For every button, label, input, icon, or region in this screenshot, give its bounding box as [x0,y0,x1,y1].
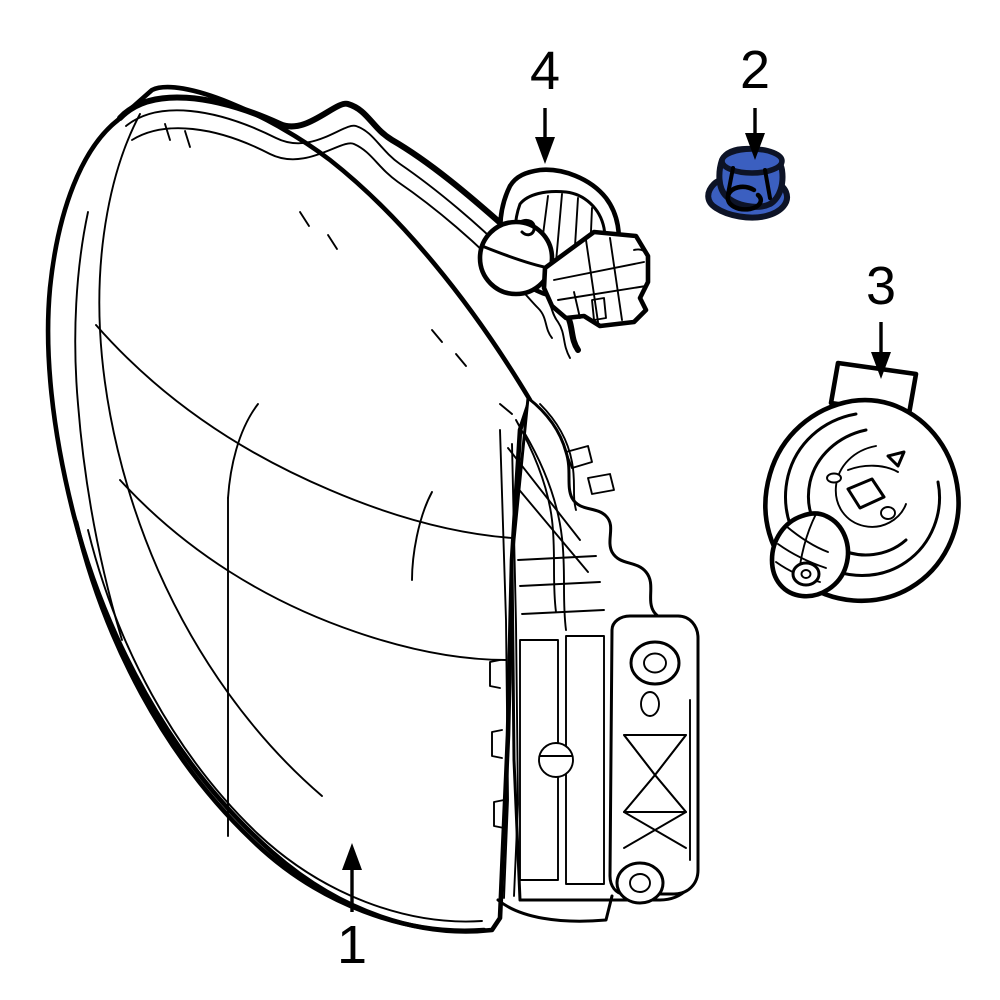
housing-ledge-3 [521,609,605,615]
bracket-lattice-rib-4 [654,734,687,813]
headlamp-rim-line-inner-2 [131,127,553,339]
socket-round-cap-seam [480,244,551,270]
rim-segment-tick-6 [455,353,467,367]
bulb-notch-tip [886,450,906,468]
lens-contour-upper [98,113,323,797]
screw-facet-2 [763,168,772,200]
bulb-pin-hole [880,506,896,520]
lens-band-upper-edge [95,324,513,539]
headlamp-lens-outer [45,84,533,934]
rim-segment-tick-3 [299,211,310,227]
lens-lower-bezel-outer [73,519,487,933]
housing-inner-wall [499,429,509,899]
rim-segment-tick-4 [327,234,338,250]
bulb-filament-line [847,464,899,473]
bulb-small-oval [826,472,842,484]
callout-2-number: 2 [740,40,770,100]
socket-block-grid-2 [557,285,647,301]
housing-tab-1 [489,659,501,689]
socket-rib-2 [555,193,563,263]
bulb-base [769,511,851,599]
callout-2[interactable]: 2 [740,40,770,160]
housing-bottom-lip [496,894,614,923]
housing-tab-3 [493,799,505,829]
bulb-swirl-3 [834,445,907,528]
rim-segment-tick-5 [431,329,443,343]
screw-drive-recess [725,184,763,212]
housing-ledge-2 [519,581,601,587]
rim-segment-tick-7 [499,403,513,415]
housing-notch-2 [587,473,615,495]
socket-block-notch [591,297,607,321]
callout-2-arrow-head [745,133,765,160]
bracket-lattice-rib-5 [623,811,687,849]
housing-inner-wall-2 [511,443,519,897]
callout-3[interactable]: 3 [866,256,896,379]
callout-3-number: 3 [866,256,896,316]
callout-1-number: 1 [337,915,367,975]
lens-lower-bezel-inner [87,529,483,923]
socket-block-grid-1 [553,261,645,281]
bulb-contact-hole [800,569,812,579]
socket-block-grid-5 [573,291,581,319]
part-headlamp-assembly[interactable] [45,84,700,934]
callout-1[interactable]: 1 [337,843,367,975]
rim-segment-tick-2 [184,130,191,148]
callout-4-arrow-head [535,137,555,164]
callout-1-arrow-head [342,843,362,870]
headlamp-rim-line-inner-1 [125,109,571,359]
housing-tab-2 [491,729,503,759]
mounting-bracket-outline [608,614,700,896]
part-bulb-socket-connector[interactable] [477,167,651,329]
housing-diagonal-rib-1 [507,447,581,541]
callout-3-arrow-head [871,352,891,379]
housing-strut-2 [523,431,567,631]
lens-band-cap-left [227,403,259,499]
part-headlamp-bulb[interactable] [763,360,961,604]
socket-hook-tab [518,218,536,237]
socket-block-edge-bump [633,248,649,259]
bulb-center-diamond [846,477,886,510]
callout-4[interactable]: 4 [530,41,560,164]
bracket-hole-upper-inner [643,652,667,674]
housing-strut-3 [539,403,577,511]
socket-block-grid-4 [609,237,623,321]
housing-ledge-1 [517,555,597,561]
socket-connector-block [541,229,651,329]
bracket-slot-oval [640,691,660,717]
bracket-hole-lower-inner [629,873,651,893]
lens-band-cap-right [411,491,433,581]
part-flange-head-screw[interactable] [705,145,790,221]
housing-panel-left [519,639,559,881]
housing-boss-circle [538,742,574,778]
lens-left-edge-seam [74,211,123,641]
housing-notch-1 [565,445,593,469]
callout-4-number: 4 [530,41,560,101]
housing-panel-mid [565,635,605,885]
lens-band-lower-edge [119,479,507,661]
rim-segment-tick-1 [164,123,171,141]
socket-block-grid-3 [585,239,599,323]
